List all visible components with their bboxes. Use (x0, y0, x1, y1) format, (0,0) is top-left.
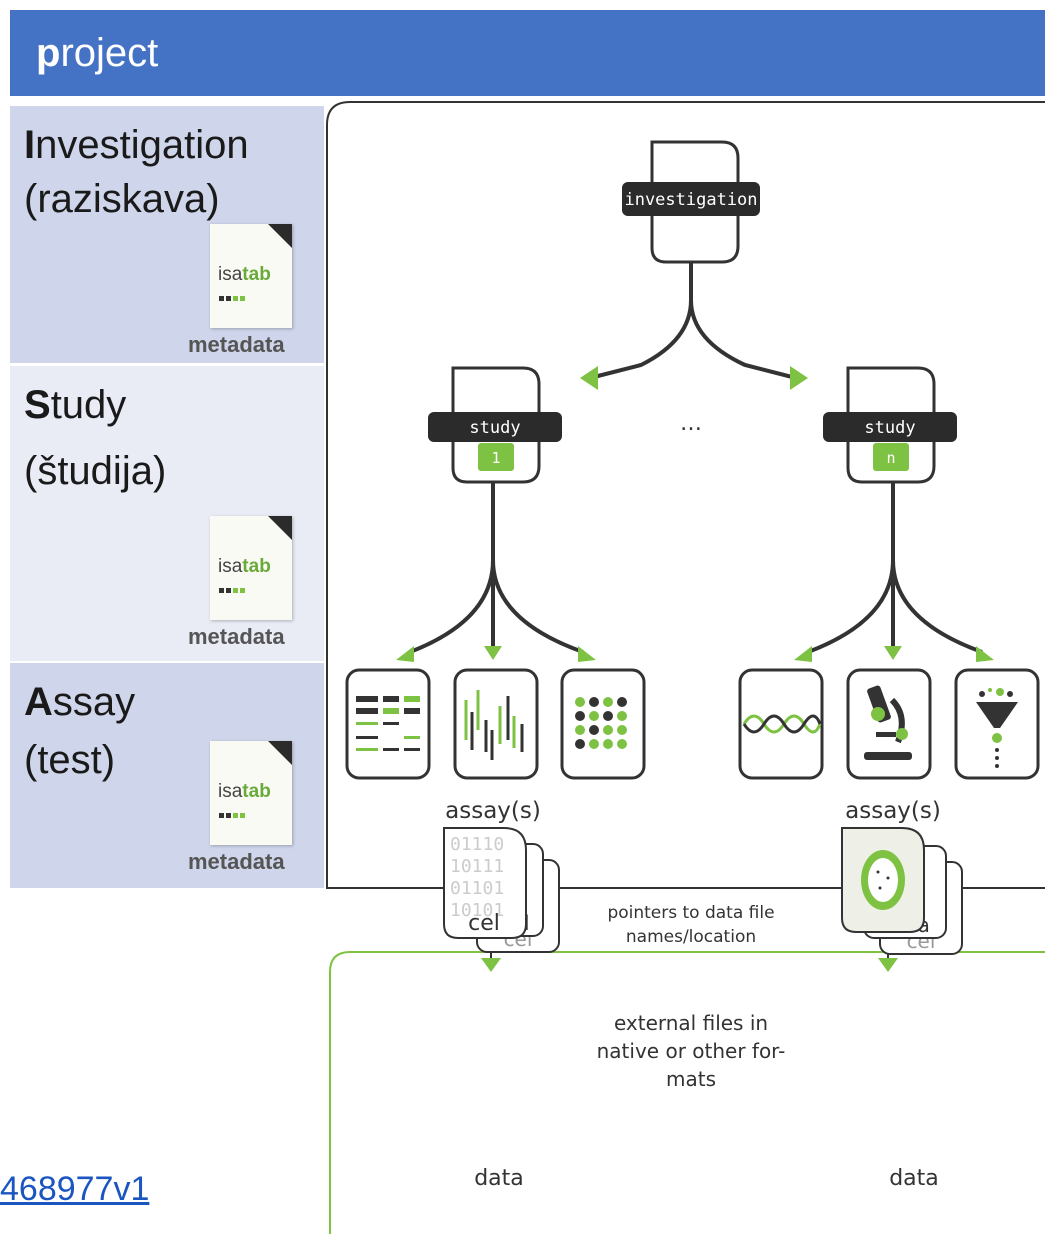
metadata-label: metadata (188, 849, 285, 874)
data-files-left: cel mzml 01110 10111 01101 10101 cel (443, 827, 560, 953)
metadata-frame (326, 101, 1045, 889)
studyn-number: n (886, 449, 895, 467)
metadata-label: metadata (188, 624, 285, 649)
assay-card-dots (560, 668, 646, 780)
study1-forks (409, 482, 584, 654)
data-frame (329, 951, 1045, 1234)
assay-card-microscope (846, 668, 932, 780)
arrow-assay1 (396, 646, 414, 662)
studyn-label: study (864, 418, 915, 438)
data-left-label: data (474, 1166, 524, 1191)
project-title-rest: roject (60, 31, 159, 75)
external-line2: native or other for- (597, 1039, 786, 1063)
isatab-logo: isatab (210, 516, 292, 620)
assays-right-label: assay(s) (845, 798, 941, 824)
study1-label: study (469, 418, 520, 438)
project-header: project (10, 10, 1045, 96)
study1-number: 1 (491, 449, 500, 467)
project-title-initial: p (36, 31, 61, 75)
assay-card-sequence (738, 668, 824, 780)
arrow-to-study1 (580, 366, 598, 390)
pointers-line1: pointers to data file (607, 903, 774, 923)
external-line1: external files in (614, 1011, 768, 1035)
arrow-assay5 (884, 646, 902, 660)
study-band: Study (študija) isatab metadata (10, 366, 324, 661)
study-title: Study (24, 383, 127, 427)
arrow-assay4 (794, 646, 812, 662)
metadata-label: metadata (188, 332, 285, 357)
investigation-node: investigation (622, 140, 760, 264)
reference-link[interactable]: 468977v1 (0, 1170, 150, 1208)
assays-left-label: assay(s) (445, 798, 541, 824)
investigation-title: Investigation (24, 123, 249, 167)
pointers-line2: names/location (626, 927, 756, 947)
arrow-assay2 (484, 646, 502, 660)
ellipsis: … (680, 411, 702, 436)
arrow-to-studyn (790, 366, 808, 390)
arrow-assay6 (976, 646, 994, 662)
assay-card-bars (453, 668, 539, 780)
investigation-translation: (raziskava) (24, 177, 220, 221)
svg-text:cel: cel (468, 911, 500, 936)
svg-text:01101: 01101 (450, 878, 504, 899)
assay-translation: (test) (24, 738, 116, 782)
pointer-arrow-left (481, 958, 501, 972)
svg-text:10111: 10111 (450, 856, 504, 877)
external-line3: mats (666, 1067, 716, 1091)
project-title: project (36, 29, 158, 77)
study-translation: (študija) (24, 449, 167, 493)
assay-card-funnel (954, 668, 1040, 780)
assay-title: Assay (24, 680, 136, 724)
data-files-right: cel fasta (841, 827, 963, 955)
investigation-band: Investigation (raziskava) isatab metadat… (10, 106, 324, 363)
isatab-logo: isatab (210, 741, 292, 845)
svg-text:01110: 01110 (450, 834, 504, 855)
assay-card-table (345, 668, 431, 780)
fork-right (689, 262, 797, 380)
study1-node: study 1 (428, 366, 562, 484)
assay-band: Assay (test) isatab metadata (10, 663, 324, 888)
data-right-label: data (889, 1166, 939, 1191)
studyn-forks (807, 482, 983, 654)
arrow-assay3 (578, 646, 596, 662)
pointer-arrow-right (878, 958, 898, 972)
isatab-logo: isatab (210, 224, 292, 328)
fork-left (589, 262, 693, 380)
investigation-label: investigation (624, 190, 757, 210)
studyn-node: study n (823, 366, 957, 484)
svg-text:10101: 10101 (450, 900, 504, 921)
